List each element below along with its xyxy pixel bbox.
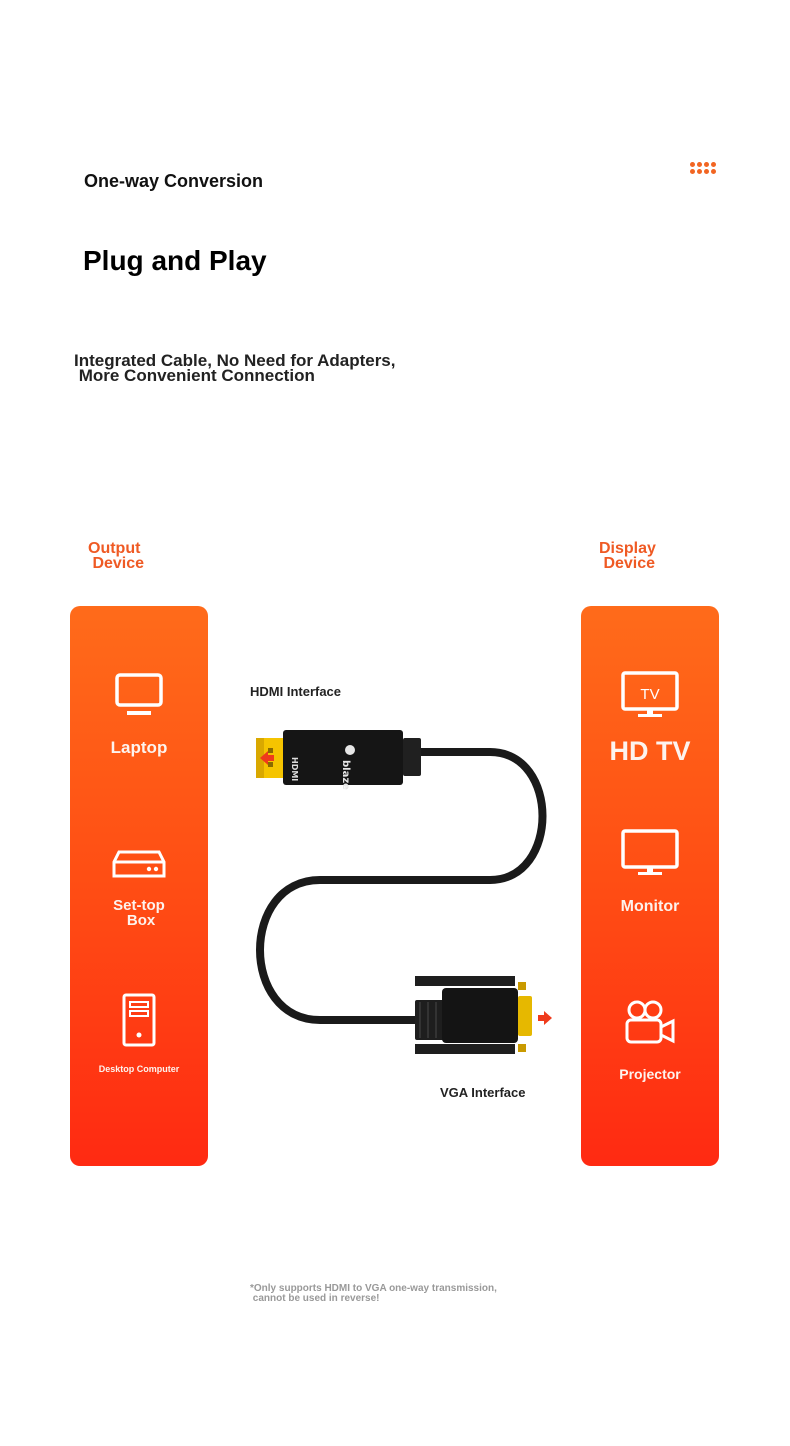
device-name: HD TV <box>609 736 691 766</box>
device-name: Laptop <box>110 738 168 757</box>
decorative-dots <box>690 162 720 174</box>
vga-interface-caption: VGA Interface <box>440 1085 526 1100</box>
device-name: Projector <box>619 1066 681 1082</box>
device-name: Set-top Box <box>113 897 165 929</box>
desktop-tower-icon <box>122 993 156 1047</box>
hdmi-interface-caption: HDMI Interface <box>250 684 342 699</box>
device-name: Monitor <box>620 898 680 915</box>
laptop-icon <box>115 673 163 715</box>
arrow-left-icon <box>260 751 274 765</box>
device-laptop: Laptop <box>70 672 208 758</box>
footnote-text: *Only supports HDMI to VGA one-way trans… <box>250 1283 497 1304</box>
hdmi-connector: HDMI blaze <box>256 730 421 790</box>
kicker-text: One-way Conversion <box>84 171 264 191</box>
projector-camera-icon <box>625 1000 675 1044</box>
output-device-label: Output Device <box>88 540 145 572</box>
hdmi-to-vga-cable: HDMI blaze <box>256 730 552 1054</box>
hdmi-mark: HDMI <box>290 757 299 781</box>
page-subtitle: Integrated Cable, No Need for Adapters, … <box>74 351 396 385</box>
display-devices-panel: TV HD TV Monitor Projector <box>581 606 719 1166</box>
monitor-icon <box>621 829 679 875</box>
device-hd-tv: TV HD TV <box>581 670 719 767</box>
tv-icon-label: TV <box>640 686 659 703</box>
device-desktop-computer: Desktop Computer <box>70 992 208 1074</box>
device-name: Desktop Computer <box>98 1064 180 1074</box>
tv-icon: TV <box>621 671 679 717</box>
set-top-box-icon <box>112 850 166 878</box>
device-projector: Projector <box>581 1000 719 1082</box>
brand-mark: blaze <box>340 760 351 790</box>
brand-logo-icon <box>345 745 355 755</box>
vga-connector <box>415 976 532 1054</box>
device-set-top-box: Set-top Box <box>70 848 208 928</box>
cable-wire <box>256 748 547 1024</box>
arrow-right-icon <box>538 1011 552 1025</box>
display-device-label: Display Device <box>599 540 656 572</box>
page-title: Plug and Play <box>83 245 267 276</box>
device-monitor: Monitor <box>581 828 719 916</box>
output-devices-panel: Laptop Set-top Box Desktop Computer <box>70 606 208 1166</box>
